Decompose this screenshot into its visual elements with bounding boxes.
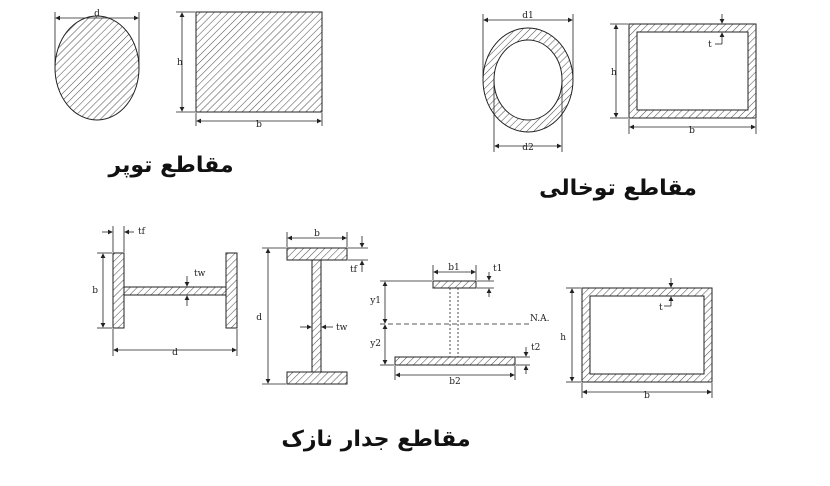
uneq-b1-label: b1 [448,263,460,273]
unequal-flange-section [380,265,530,380]
box2-b-label: b [644,391,650,401]
uneq-t2-label: t2 [531,343,540,353]
circle-d-label: d [94,9,100,19]
ibeam-d-label: d [256,313,262,323]
hollow-tube-section [482,14,574,152]
box2-t-label: t [659,303,663,313]
box-h-label: h [611,68,617,78]
tube-d1-label: d1 [522,11,534,21]
thin-box-section [566,278,713,398]
uneq-t1-label: t1 [493,264,502,274]
uneq-b2-label: b2 [449,377,461,387]
hbeam-tw-label: tw [194,269,206,279]
thin-walled-sections-caption: مقاطع جدار نازک [281,427,470,452]
box-t-label: t [708,40,712,50]
solid-sections-caption: مقاطع توپر [107,153,233,178]
box-b-label: b [689,126,695,136]
rect-h-label: h [177,58,183,68]
tube-d2-label: d2 [522,143,534,153]
uneq-y1-label: y1 [369,296,381,306]
ibeam-tf-label: tf [350,265,358,275]
uneq-y2-label: y2 [369,339,381,349]
hollow-sections-caption: مقاطع توخالی [539,176,697,201]
hbeam-b-label: b [92,286,98,296]
hbeam-d-label: d [172,348,178,358]
ibeam-b-label: b [314,229,320,239]
h-beam-section [97,226,238,356]
box2-h-label: h [560,333,566,343]
ibeam-tw-label: tw [336,323,348,333]
solid-rectangle-section [176,11,323,126]
hbeam-tf-label: tf [138,227,146,237]
uneq-na-label: N.A. [530,314,550,324]
hollow-box-section [610,14,757,134]
solid-circle-section [54,12,140,121]
i-beam-section [262,232,368,385]
rect-b-label: b [256,120,262,130]
